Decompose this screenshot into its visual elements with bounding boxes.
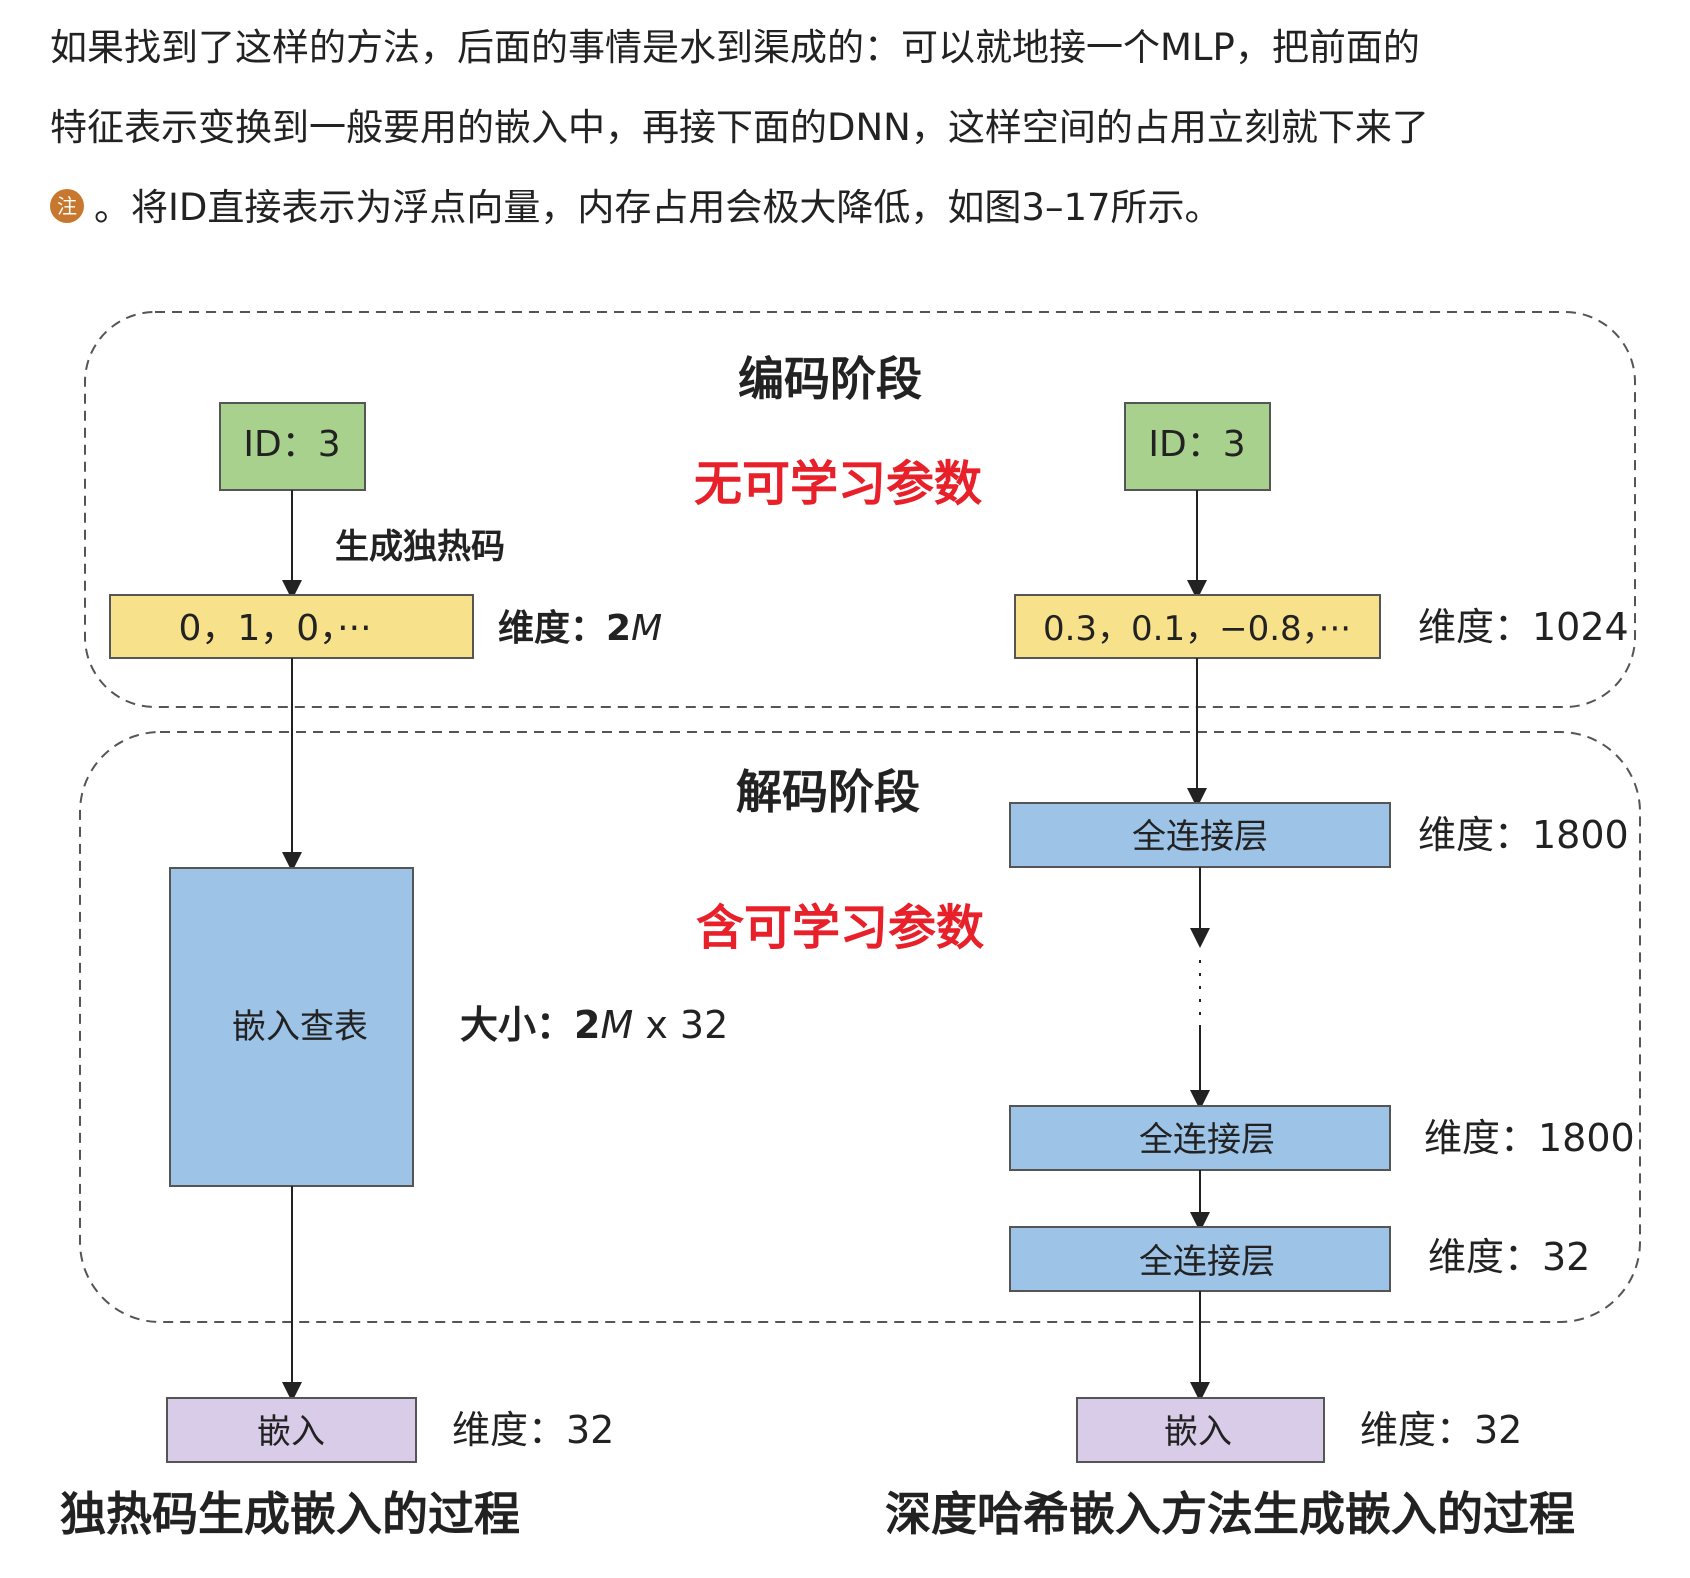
encode-stage-title: 编码阶段 <box>738 352 922 406</box>
fc1-text: 全连接层 <box>1132 817 1268 857</box>
lookup-size-label: 大小：2M x 32 <box>460 1003 728 1047</box>
onehot-box <box>109 594 474 659</box>
no-params-label: 无可学习参数 <box>694 456 982 512</box>
right-embed-box <box>1076 1397 1325 1463</box>
fc1-dim: 维度：1800 <box>1418 813 1629 857</box>
left-embed-dim: 维度：32 <box>452 1408 614 1452</box>
has-params-label: 含可学习参数 <box>696 900 984 956</box>
onehot-generate-label: 生成独热码 <box>335 527 505 567</box>
paragraph-line-2: 特征表示变换到一般要用的嵌入中，再接下面的DNN，这样空间的占用立刻就下来了 <box>50 106 1429 149</box>
onehot-dim-label: 维度：2M <box>498 608 662 649</box>
right-caption: 深度哈希嵌入方法生成嵌入的过程 <box>885 1487 1575 1541</box>
onehot-values: 0，1，0，··· <box>178 608 371 649</box>
fc3-text: 全连接层 <box>1139 1242 1275 1282</box>
encode-stage-container <box>84 311 1636 708</box>
lookup-table-text: 嵌入查表 <box>232 1007 368 1047</box>
left-embed-text: 嵌入 <box>257 1412 325 1452</box>
fc3-box <box>1009 1226 1391 1292</box>
right-id-box <box>1124 402 1271 491</box>
decode-stage-container <box>79 731 1641 1323</box>
right-embed-dim: 维度：32 <box>1360 1408 1522 1452</box>
fc2-text: 全连接层 <box>1139 1120 1275 1160</box>
left-caption: 独热码生成嵌入的过程 <box>60 1487 520 1541</box>
float-vector-dim: 维度：1024 <box>1418 605 1629 649</box>
left-id-box <box>219 402 366 491</box>
paragraph-line-3-text: 。将ID直接表示为浮点向量，内存占用会极大降低，如图3–17所示。 <box>94 186 1222 229</box>
decode-stage-title: 解码阶段 <box>736 765 920 819</box>
fc3-dim: 维度：32 <box>1428 1235 1590 1279</box>
fc2-dim: 维度：1800 <box>1424 1116 1635 1160</box>
right-embed-text: 嵌入 <box>1164 1412 1232 1452</box>
left-embed-box <box>166 1397 417 1463</box>
fc2-box <box>1009 1105 1391 1171</box>
paragraph-line-3: 注。将ID直接表示为浮点向量，内存占用会极大降低，如图3–17所示。 <box>50 168 1650 248</box>
right-id-text: ID：3 <box>1148 424 1245 465</box>
intro-paragraph: 如果找到了这样的方法，后面的事情是水到渠成的：可以就地接一个MLP，把前面的 特… <box>50 8 1650 248</box>
paragraph-line-1: 如果找到了这样的方法，后面的事情是水到渠成的：可以就地接一个MLP，把前面的 <box>50 26 1420 69</box>
left-id-text: ID：3 <box>243 424 340 465</box>
footnote-icon[interactable]: 注 <box>50 188 84 223</box>
float-vector-values: 0.3，0.1，−0.8，··· <box>1043 609 1351 649</box>
